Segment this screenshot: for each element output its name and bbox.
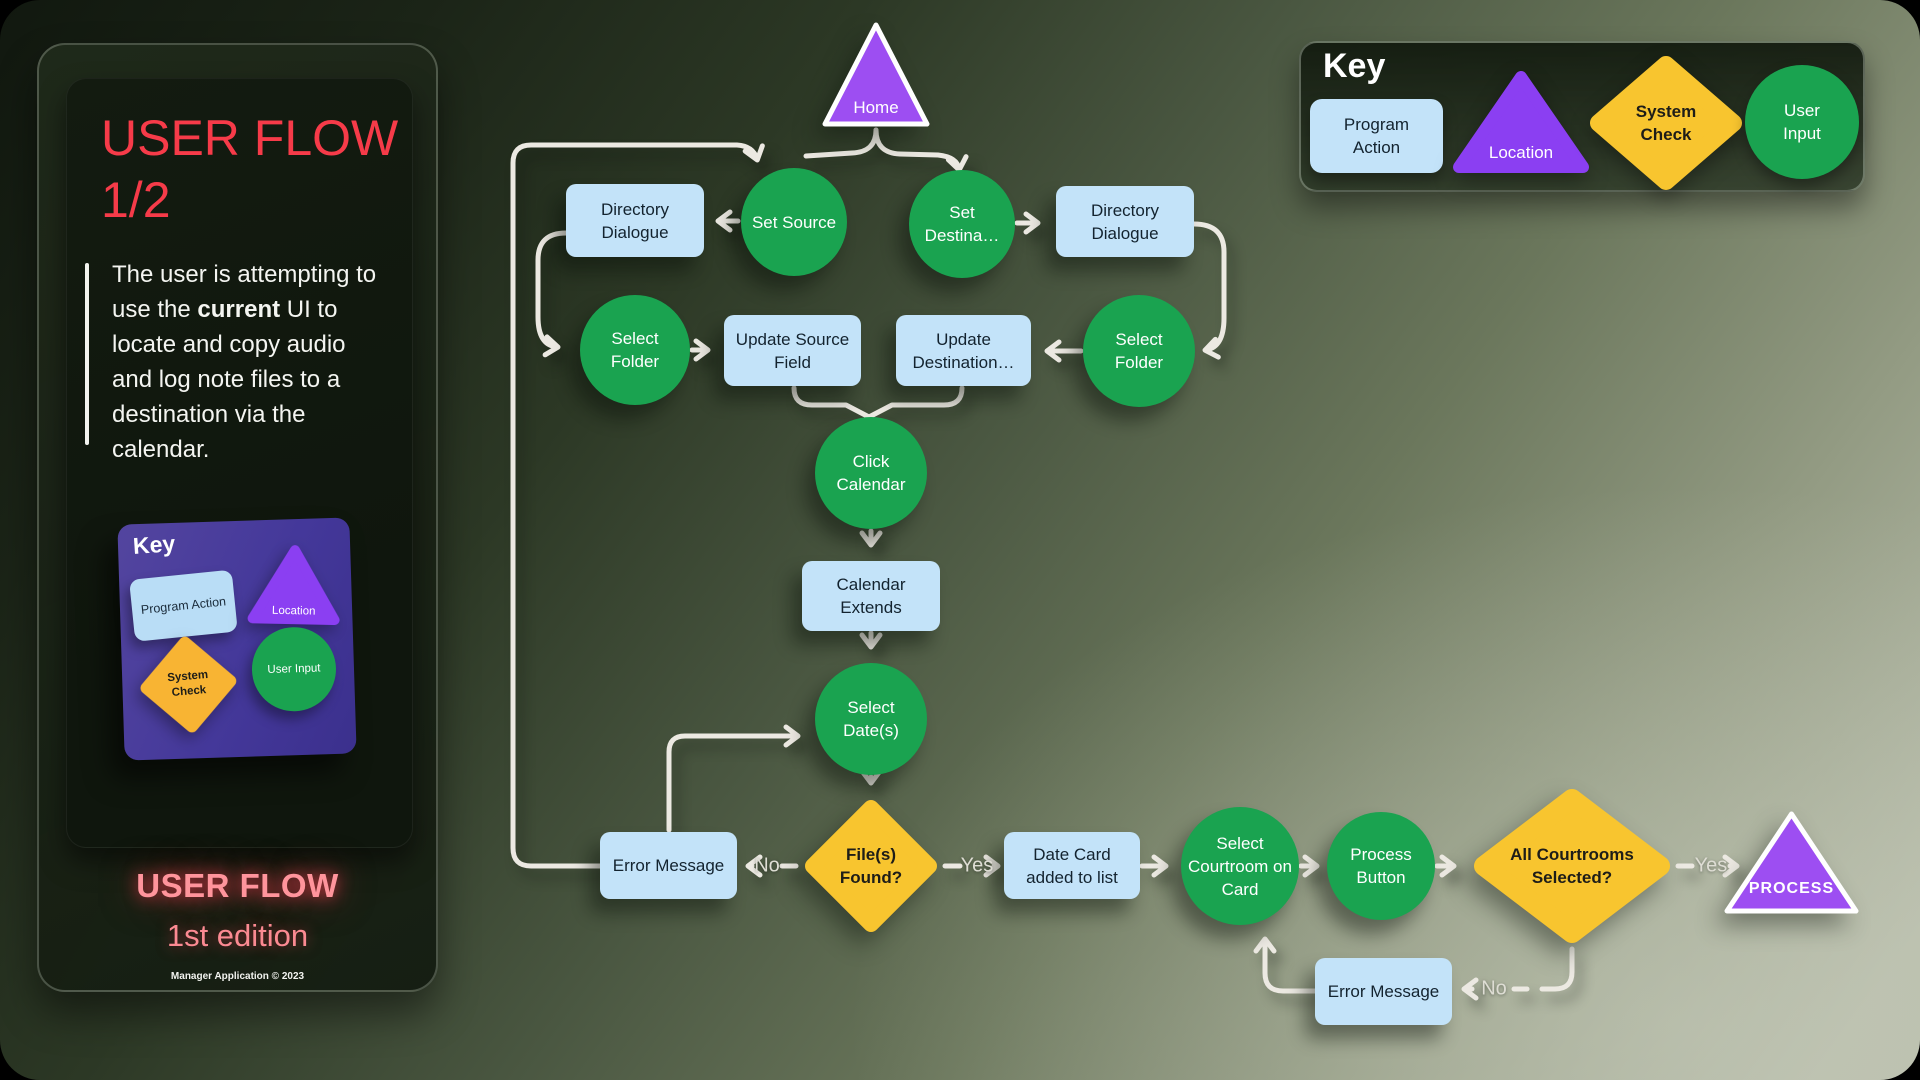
description-post: UI to locate and copy audio and log note…: [112, 296, 346, 463]
footer-copyright: Manager Application © 2023: [170, 971, 305, 982]
page-title-line1: USER FLOW: [101, 110, 399, 166]
node-label: Update Source Field: [735, 329, 850, 372]
node-label: Select Date(s): [843, 698, 899, 740]
key-card: Key Program Action Location System Check: [117, 517, 357, 761]
info-panel-card: USER FLOW 1/2 The user is attempting to …: [66, 78, 413, 848]
node-directory-dialogue-left: Directory Dialogue: [566, 184, 704, 257]
node-label: Calendar Extends: [836, 575, 906, 617]
node-files-found: File(s) Found?: [799, 794, 943, 938]
diamond-shape: [140, 636, 237, 733]
node-click-calendar: Click Calendar: [815, 417, 927, 529]
node-process-button: Process Button: [1327, 812, 1435, 920]
legend-location-label: Location: [1488, 143, 1554, 162]
key-card-user-input-label: User Input: [267, 661, 321, 676]
legend-heading: Key: [1323, 47, 1386, 85]
node-error-message-left: Error Message: [600, 832, 737, 899]
node-label: Set Source: [751, 212, 837, 232]
legend-user-input: User Input: [1745, 65, 1859, 179]
node-label: Date Card added to list: [1026, 844, 1118, 887]
key-card-user-input: User Input: [250, 625, 338, 713]
footer-subtitle: 1st edition: [166, 918, 309, 953]
node-error-message-bottom: Error Message: [1315, 958, 1452, 1025]
key-card-location: Location: [246, 542, 342, 626]
legend-program-action-label: Program Action: [1343, 115, 1410, 157]
footer-title: USER FLOW: [136, 867, 339, 904]
node-label: Click Calendar: [836, 452, 906, 494]
key-card-program-action-label: Program Action: [140, 594, 227, 617]
diamond-shape: [805, 800, 937, 932]
node-label: File(s) Found?: [839, 845, 903, 887]
node-directory-dialogue-right: Directory Dialogue: [1056, 186, 1194, 257]
page-title-line2: 1/2: [101, 172, 171, 228]
node-select-dates: Select Date(s): [815, 663, 927, 775]
legend-system-check: System Check: [1587, 53, 1745, 193]
info-panel: USER FLOW 1/2 The user is attempting to …: [37, 43, 438, 992]
diamond-shape: [1590, 56, 1742, 190]
node-select-courtroom: Select Courtroom on Card: [1181, 807, 1299, 925]
legend-card: Key Program Action Location System Check…: [1299, 41, 1865, 192]
panel-footer: USER FLOW 1st edition Manager Applicatio…: [39, 867, 436, 982]
description-accent-bar: [85, 263, 89, 445]
node-label: Home: [853, 98, 899, 117]
diamond-shape: [1474, 789, 1670, 943]
node-label: All Courtrooms Selected?: [1510, 845, 1634, 887]
node-home-location: Home: [818, 18, 934, 132]
node-label: Directory Dialogue: [1090, 200, 1159, 243]
legend-system-check-label: System Check: [1635, 102, 1697, 144]
node-set-source: Set Source: [741, 168, 847, 276]
node-label: Error Message: [612, 856, 725, 875]
edge-label-yes-courtrooms: Yes: [1694, 854, 1728, 877]
key-card-system-check-label: System Check: [166, 668, 209, 699]
node-all-courtrooms-selected: All Courtrooms Selected?: [1468, 783, 1676, 949]
triangle-shape: [247, 545, 340, 626]
triangle-shape: [822, 22, 930, 127]
node-set-destination: Set Destina…: [909, 170, 1015, 278]
triangle-shape: [1453, 71, 1589, 173]
key-card-system-check: System Check: [132, 628, 244, 740]
node-calendar-extends: Calendar Extends: [802, 561, 940, 631]
node-label: Error Message: [1327, 982, 1440, 1001]
node-date-card: Date Card added to list: [1004, 832, 1140, 899]
node-label: Directory Dialogue: [600, 199, 669, 242]
node-update-source-field: Update Source Field: [724, 315, 861, 386]
node-label: PROCESS: [1748, 880, 1835, 897]
legend-location: Location: [1451, 69, 1591, 175]
node-update-destination: Update Destination…: [896, 315, 1031, 386]
description-text: The user is attempting to use the curren…: [112, 257, 390, 467]
triangle-shape: [1724, 811, 1859, 914]
node-label: Update Destination…: [912, 329, 1015, 372]
node-label: Process Button: [1350, 845, 1412, 887]
edge-label-yes-files: Yes: [960, 854, 994, 877]
node-label: Set Destina…: [924, 203, 1000, 245]
node-label: Select Folder: [1114, 330, 1164, 372]
edge-label-no-courtrooms: No: [1481, 977, 1507, 1000]
node-label: Select Folder: [610, 329, 660, 371]
node-select-folder-right: Select Folder: [1083, 295, 1195, 407]
legend-user-input-label: User Input: [1783, 101, 1821, 143]
node-select-folder-left: Select Folder: [580, 295, 690, 405]
legend-program-action: Program Action: [1310, 99, 1443, 173]
key-card-heading: Key: [132, 530, 176, 559]
page-title: USER FLOW 1/2: [101, 107, 398, 231]
description-bold: current: [197, 296, 281, 323]
node-label: Select Courtroom on Card: [1188, 833, 1292, 899]
edge-label-no-files: No: [754, 854, 780, 877]
description-block: The user is attempting to use the curren…: [85, 257, 390, 467]
node-process-end: PROCESS: [1720, 808, 1863, 918]
description-pre: The user is attempting to use the: [112, 261, 377, 323]
key-card-location-label: Location: [271, 604, 316, 618]
